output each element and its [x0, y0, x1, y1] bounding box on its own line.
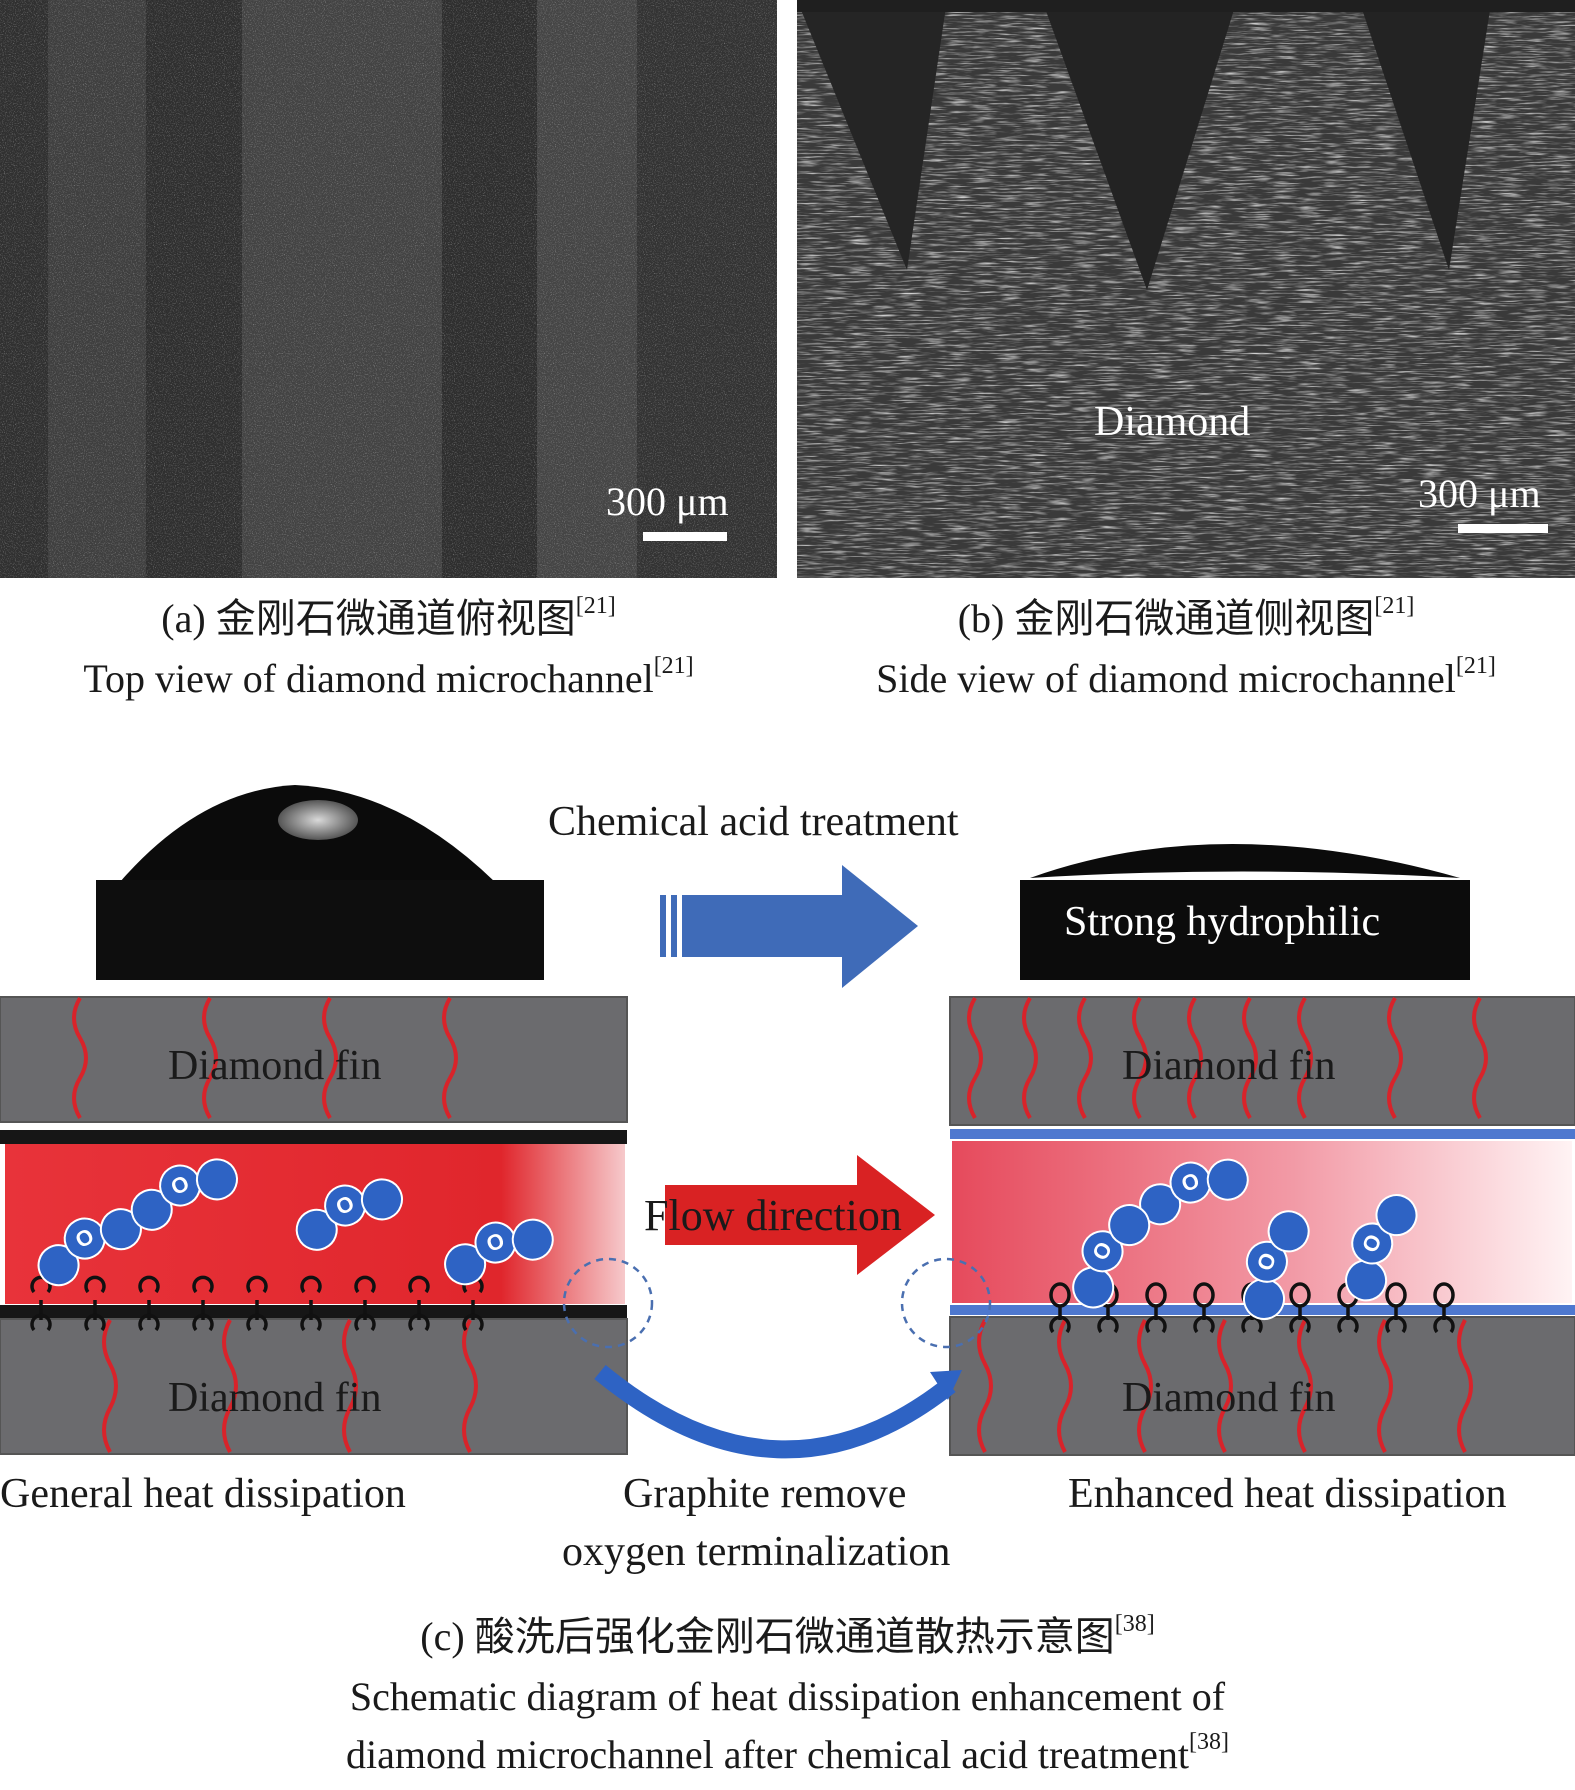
caption-c-en-line1: Schematic diagram of heat dissipation en… — [349, 1674, 1226, 1719]
caption-a-en: Top view of diamond microchannel[21] — [83, 653, 694, 701]
heat-waves-right-bottom — [977, 1319, 1473, 1453]
right-droplet — [1020, 844, 1470, 980]
right-caption: Enhanced heat dissipation — [1068, 1471, 1507, 1517]
middle-caption-line1: Graphite remove — [623, 1471, 907, 1517]
heat-waves-right-top — [967, 996, 1488, 1120]
caption-c-en-line2: diamond microchannel after chemical acid… — [346, 1729, 1229, 1777]
caption-b-en: Side view of diamond microchannel[21] — [876, 653, 1496, 701]
left-caption: General heat dissipation — [0, 1471, 406, 1517]
scale-label-a: 300 μm — [606, 479, 729, 524]
side-view-micrograph — [797, 0, 1575, 578]
fin-label-right-top: Diamond fin — [1122, 1043, 1336, 1089]
treatment-arrow — [660, 865, 918, 988]
middle-caption-line2: oxygen terminalization — [562, 1529, 951, 1575]
top-view-image — [0, 0, 777, 578]
caption-c-zh: (c) 酸洗后强化金刚石微通道散热示意图[38] — [420, 1611, 1155, 1659]
treatment-label: Chemical acid treatment — [548, 799, 959, 845]
top-view-micrograph — [0, 0, 777, 578]
heat-waves-left-bottom — [102, 1319, 478, 1453]
caption-b-zh: (b) 金刚石微通道侧视图[21] — [957, 593, 1415, 641]
fin-label-left-top: Diamond fin — [168, 1043, 382, 1089]
heat-waves-left-top — [72, 996, 458, 1120]
side-view-image — [797, 0, 1575, 578]
left-droplet — [96, 785, 544, 980]
flow-direction-label: Flow direction — [644, 1191, 902, 1240]
hydrophilic-label: Strong hydrophilic — [1064, 899, 1381, 945]
scale-label-b: 300 μm — [1418, 471, 1541, 516]
scale-bar-b — [1458, 524, 1548, 533]
caption-a-zh: (a) 金刚石微通道俯视图[21] — [161, 593, 616, 641]
flow-arrow — [665, 1155, 935, 1275]
right-surface-bonds — [1049, 1282, 1455, 1334]
diamond-material-label: Diamond — [1094, 399, 1251, 445]
schematic-diagram — [0, 785, 1575, 1459]
graphite-removal-indicator — [562, 1257, 992, 1459]
fin-label-left-bottom: Diamond fin — [168, 1375, 382, 1421]
scale-bar-a — [643, 532, 727, 541]
fin-label-right-bottom: Diamond fin — [1122, 1375, 1336, 1421]
